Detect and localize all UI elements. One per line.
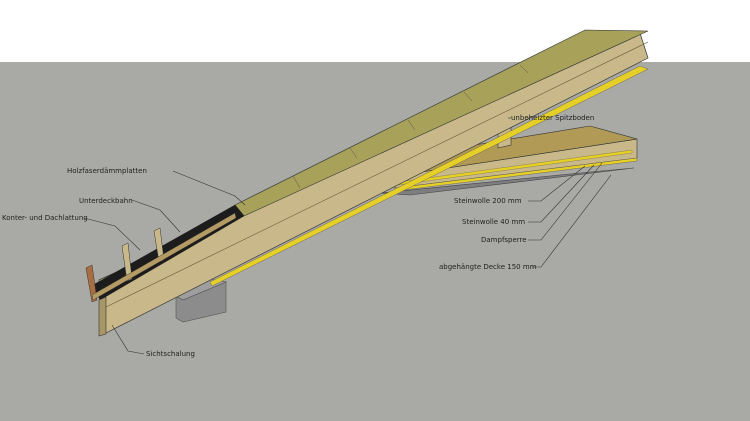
board-joint	[349, 147, 358, 159]
label-steinwolle-40: Steinwolle 40 mm	[462, 218, 526, 226]
counter-batten-2	[121, 242, 133, 282]
label-unterdeckbahn: Unterdeckbahn	[79, 197, 133, 205]
board-joint	[407, 119, 416, 131]
board-joint	[292, 175, 301, 189]
leader-steinwolle-40	[528, 164, 595, 223]
counter-batten-1	[85, 264, 98, 303]
roof-batten	[91, 212, 237, 301]
leader-sichtschalung	[111, 324, 145, 355]
label-konter-dachlattung: Konter- und Dachlattung	[2, 214, 88, 222]
leader-holzfaser	[172, 170, 246, 206]
eave-end	[98, 296, 107, 337]
label-dampfsperre: Dampfsperre	[481, 236, 527, 244]
leader-lattung	[83, 217, 141, 251]
suspended-ceiling	[379, 167, 635, 196]
leader-dampfsperre	[528, 162, 603, 241]
label-abgehaengte-decke: abgehängte Decke 150 mm	[439, 263, 537, 271]
counter-batten-3	[153, 227, 165, 263]
leader-decke	[532, 174, 612, 268]
ground-background	[0, 62, 750, 421]
board-joint	[519, 64, 529, 74]
leader-steinwolle-200	[528, 165, 586, 202]
rafter-seam	[103, 41, 649, 309]
leader-unterdeckbahn	[131, 199, 181, 233]
leader-lines	[83, 117, 612, 355]
board-joint	[463, 91, 473, 102]
label-holzfaserdaemmplatten: Holzfaserdämmplatten	[67, 167, 147, 175]
label-sichtschalung: Sichtschalung	[146, 350, 195, 358]
label-steinwolle-200: Steinwolle 200 mm	[454, 197, 522, 205]
rafter-yellow-strip	[209, 65, 649, 287]
label-unbeheizter-spitzboden: unbeheizter Spitzboden	[511, 114, 595, 122]
